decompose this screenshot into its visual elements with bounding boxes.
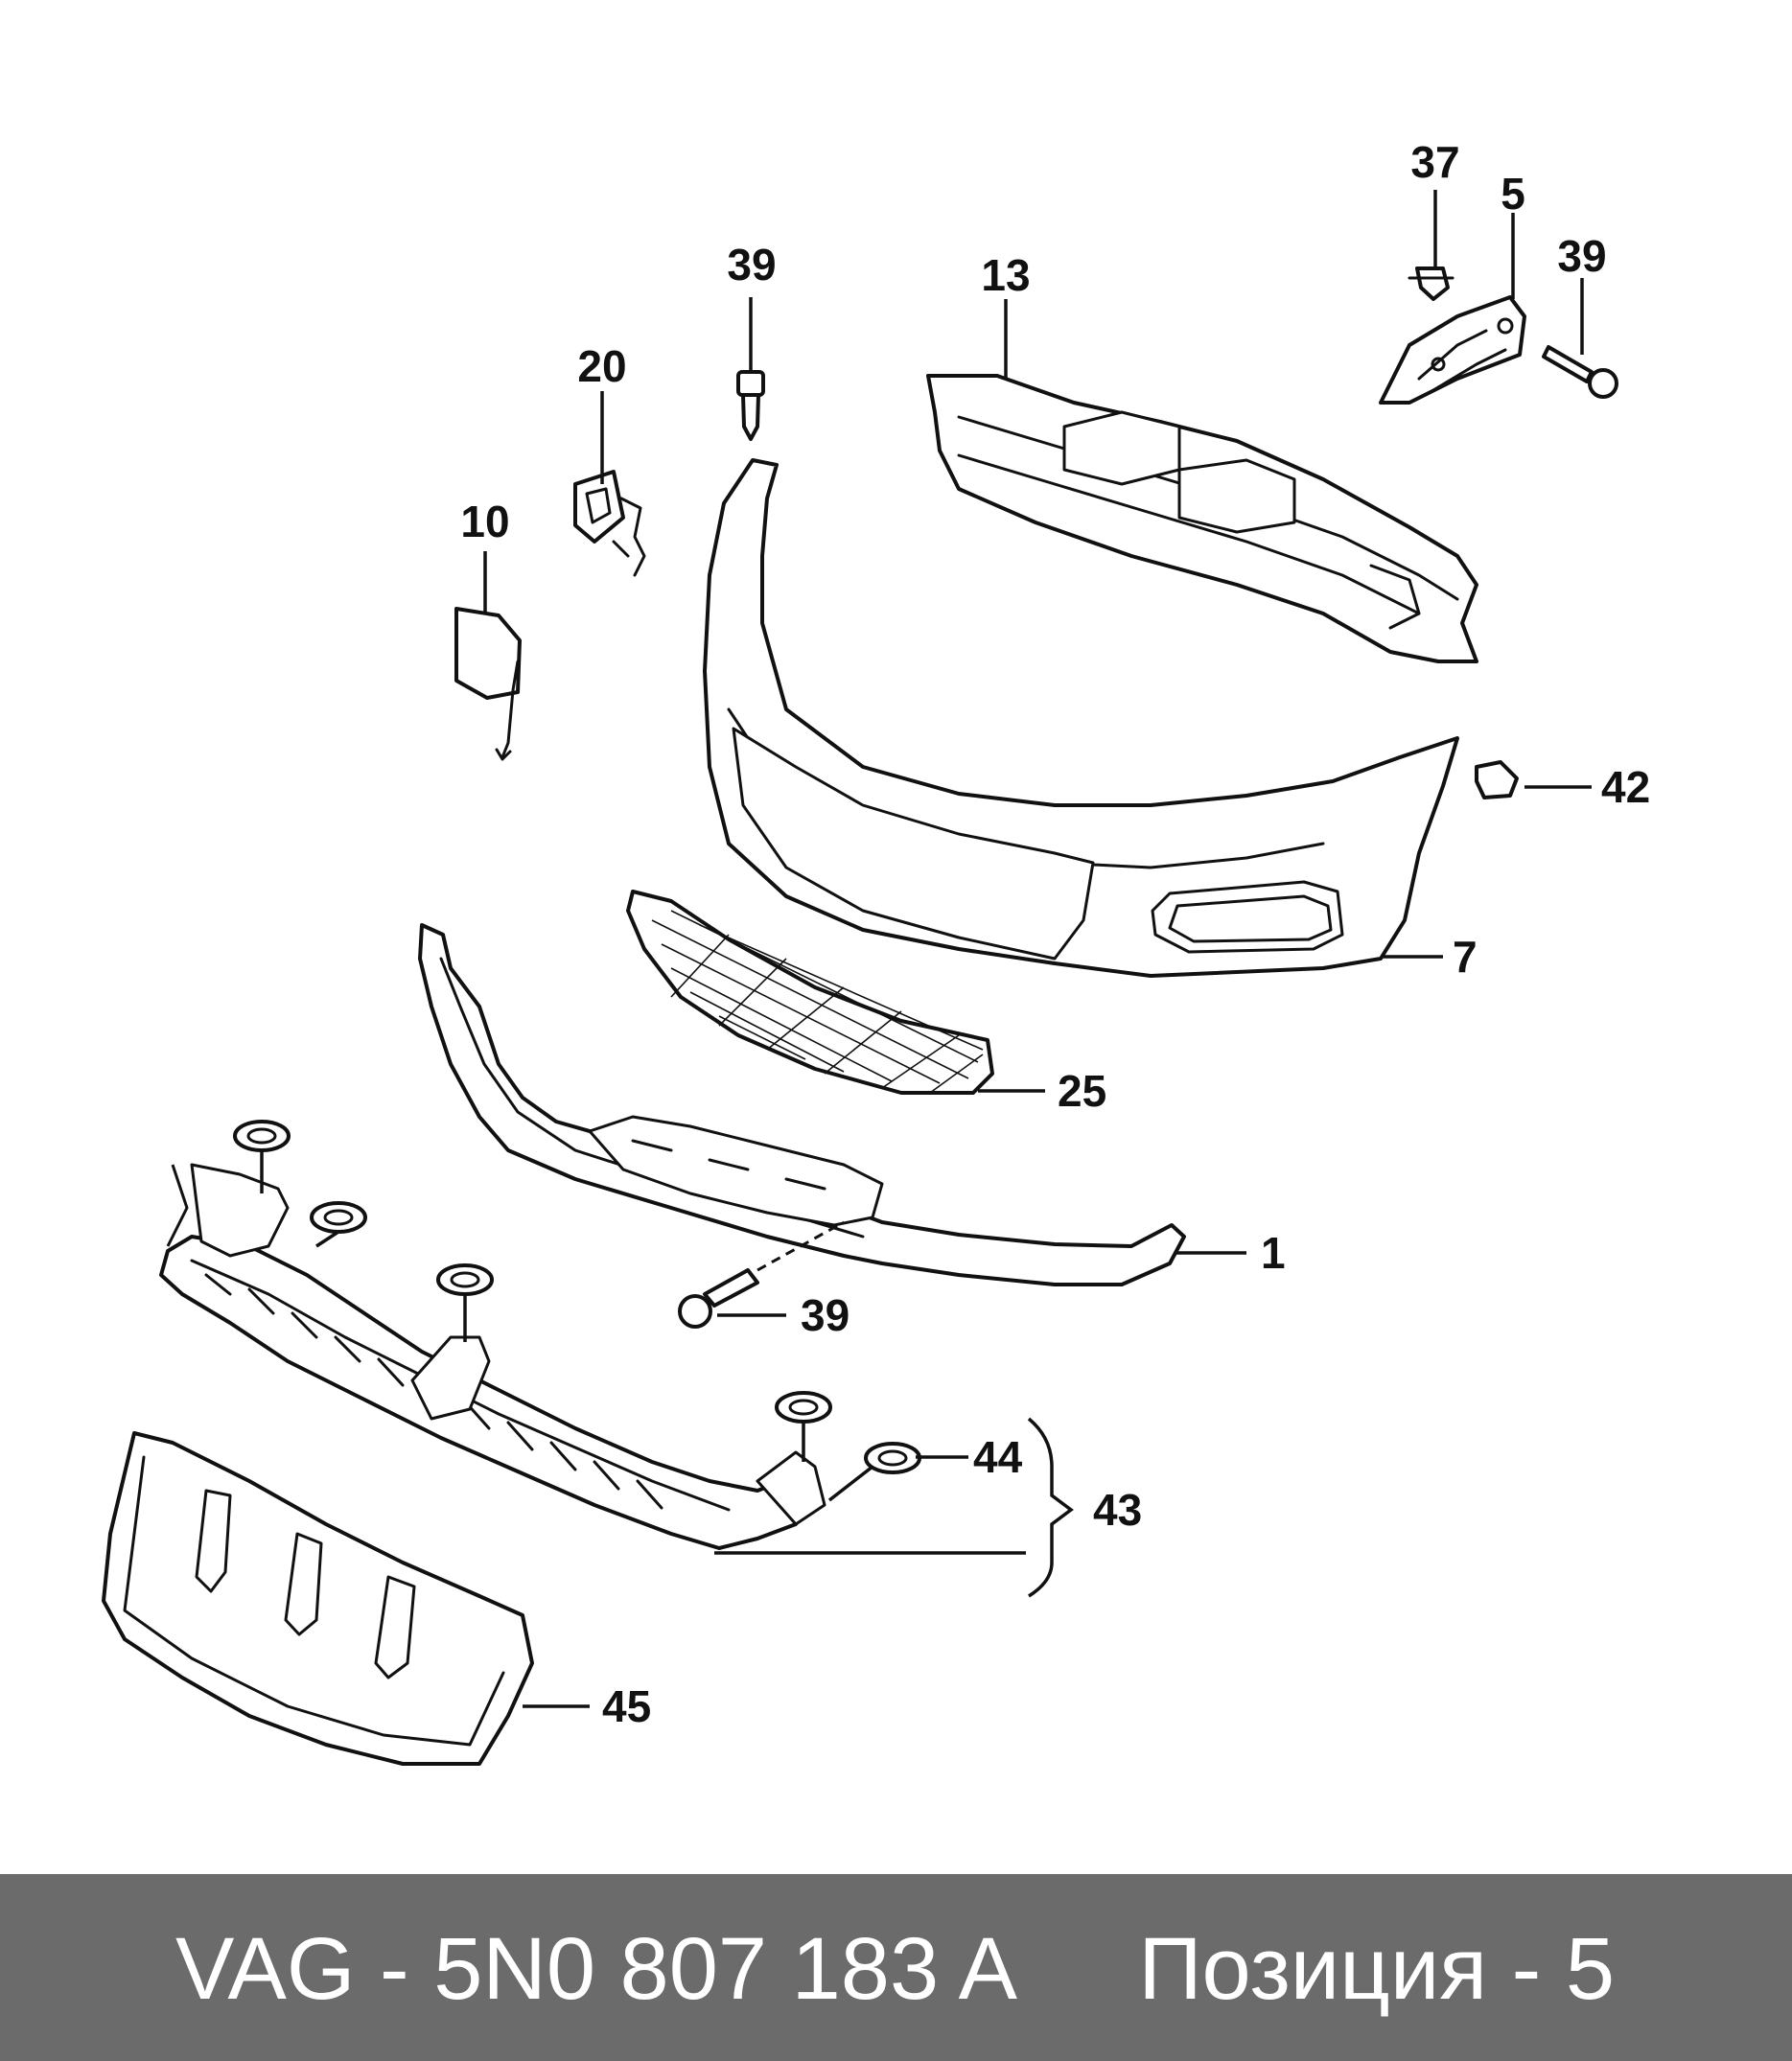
callout-20: 20 (577, 341, 626, 391)
parts-exploded-diagram: 37 5 39 39 13 20 10 42 7 25 1 39 44 43 4… (102, 137, 1650, 1766)
part-39-screw-top (736, 370, 765, 441)
callout-43: 43 (1093, 1485, 1142, 1535)
leader-lines (483, 190, 1592, 1708)
callout-44: 44 (973, 1432, 1023, 1482)
callout-10: 10 (460, 497, 509, 546)
part-10-tow-eye-cap (454, 607, 522, 761)
callout-39-top: 39 (727, 240, 776, 289)
footer-bar: VAG - 5N0 807 183 A Позиция - 5 (0, 1874, 1792, 2061)
callout-5: 5 (1501, 169, 1525, 219)
part-1-spoiler (418, 923, 1186, 1286)
callout-7: 7 (1453, 932, 1478, 982)
part-37-clip (1408, 266, 1455, 301)
part-39-screw-right (1542, 345, 1618, 399)
part-20-tow-eye-bracket (573, 470, 646, 577)
callout-37: 37 (1410, 137, 1459, 187)
part-code: VAG - 5N0 807 183 A (175, 1920, 1017, 2018)
callout-1: 1 (1261, 1228, 1286, 1278)
position-label: Позиция - 5 (1138, 1920, 1615, 2018)
callout-42: 42 (1601, 762, 1650, 812)
part-13-impact-absorber (926, 374, 1478, 663)
callout-25: 25 (1058, 1066, 1106, 1116)
callout-39-top-right: 39 (1557, 231, 1606, 281)
part-42-clip-nut (1475, 760, 1519, 799)
part-39-screw-lower (678, 1220, 845, 1329)
part-25-lower-grille (626, 890, 994, 1095)
part-5-side-bracket (1379, 295, 1526, 405)
part-45-skid-plate (102, 1431, 534, 1766)
callout-39-lower: 39 (801, 1290, 849, 1340)
part-7-bumper-cover (703, 458, 1459, 978)
callout-labels: 37 5 39 39 13 20 10 42 7 25 1 39 44 43 4… (460, 137, 1650, 1731)
callout-45: 45 (602, 1681, 651, 1731)
part-43-carrier-assembly (159, 1120, 921, 1550)
callout-13: 13 (981, 250, 1030, 300)
